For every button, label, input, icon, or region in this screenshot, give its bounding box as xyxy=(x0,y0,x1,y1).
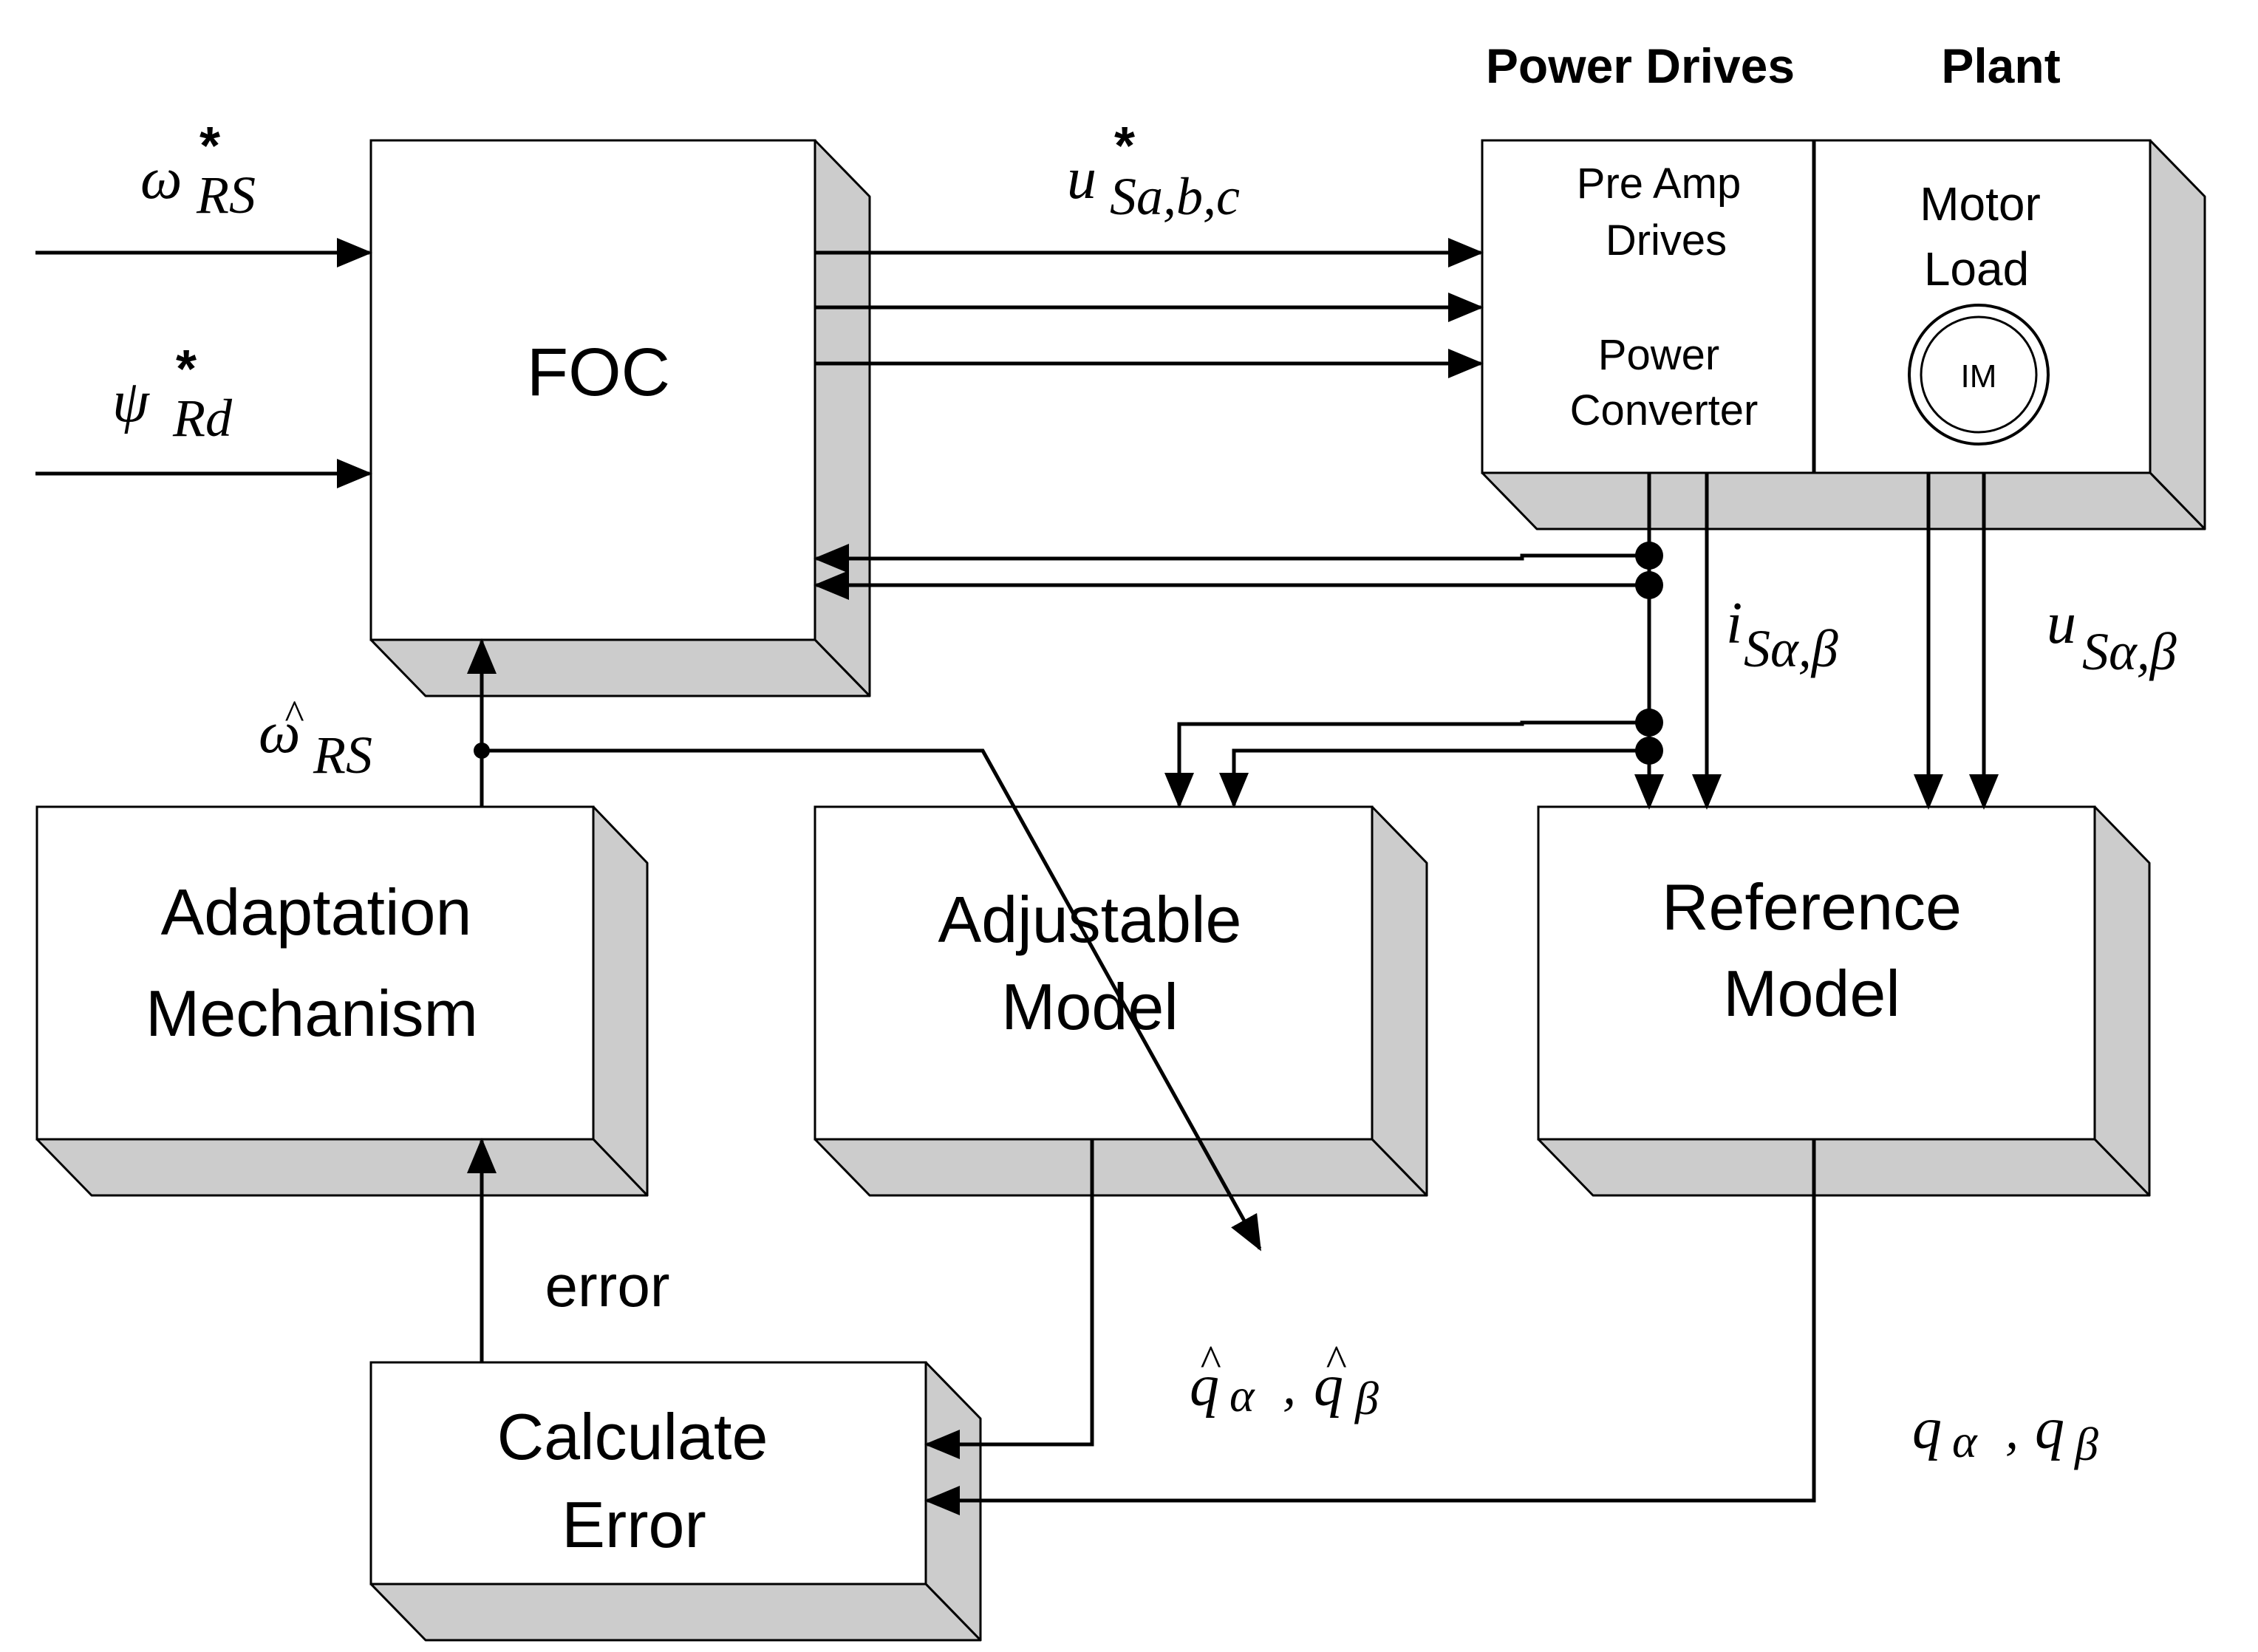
psi-ref-star: * xyxy=(176,340,197,399)
junction-dot xyxy=(1635,571,1663,599)
q-hat-b-sub: β xyxy=(1354,1372,1379,1424)
psi-ref-base: ψ xyxy=(112,369,150,434)
omega-ref-label: ω * RS xyxy=(140,117,256,225)
q-ref-b-base: q xyxy=(2035,1396,2064,1461)
u-s-sub: Sα,β xyxy=(2082,622,2177,681)
adaptation-label-1: Adaptation xyxy=(161,876,472,949)
q-hat-b-hat: ^ xyxy=(1325,1337,1346,1385)
speed-estimate-branch xyxy=(482,748,1262,1252)
converter-label-1: Power xyxy=(1598,331,1719,379)
omega-est-base: ω xyxy=(259,700,300,765)
omega-est-sub: RS xyxy=(313,726,372,785)
psi-ref-sub: Rd xyxy=(172,389,233,448)
reference-model-block: Reference Model xyxy=(1537,805,2151,1197)
junction-dot xyxy=(1635,709,1663,737)
q-hat-a-base: q xyxy=(1190,1354,1219,1419)
motor-label-1: Motor xyxy=(1920,177,2041,231)
reference-to-calculate xyxy=(924,1139,1816,1515)
adjustable-model-block: Adjustable Model xyxy=(814,805,1428,1197)
q-hat-sep: , xyxy=(1283,1356,1296,1416)
u-ref-star: * xyxy=(1114,117,1135,176)
q-ref-b-sub: β xyxy=(2073,1418,2098,1470)
reference-label-1: Reference xyxy=(1662,870,1962,943)
i-s-base: i xyxy=(1726,591,1742,656)
motor-label-2: Load xyxy=(1924,242,2029,296)
u-ref-base: u xyxy=(1067,146,1096,211)
plant-header: Plant xyxy=(1941,38,2060,93)
omega-ref-star: * xyxy=(199,117,220,176)
preamp-label-2: Drives xyxy=(1606,216,1727,264)
q-ref-a-sub: α xyxy=(1952,1415,1978,1467)
i-s-sub: Sα,β xyxy=(1744,619,1838,678)
q-ref-sep: , xyxy=(2005,1401,2019,1460)
q-hat-b-base: q xyxy=(1314,1354,1343,1419)
power-drives-header: Power Drives xyxy=(1486,38,1795,93)
omega-est-label: ω ^ RS xyxy=(259,692,372,785)
u-ref-label: u * Sa,b,c xyxy=(1067,117,1240,226)
foc-label: FOC xyxy=(527,335,670,410)
q-hat-a-hat: ^ xyxy=(1199,1337,1221,1385)
adjustable-to-calculate xyxy=(924,1139,1094,1459)
current-to-adjustable-2 xyxy=(1219,748,1649,808)
psi-ref-label: ψ * Rd xyxy=(112,340,233,448)
foc-block: FOC xyxy=(369,139,871,697)
adaptation-label-2: Mechanism xyxy=(146,977,478,1050)
current-to-adjustable-1 xyxy=(1164,720,1649,808)
adjustable-label-2: Model xyxy=(1001,970,1179,1043)
i-s-label: i Sα,β xyxy=(1726,591,1838,678)
power-drives-plant-block: Pre Amp Drives Power Converter Motor Loa… xyxy=(1481,139,2206,530)
induction-motor-icon: IM xyxy=(1908,304,2050,446)
q-hat-label: q ^ α , q ^ β xyxy=(1190,1337,1379,1424)
im-label: IM xyxy=(1961,358,1997,395)
calculate-label-2: Error xyxy=(562,1488,706,1561)
u-s-label: u Sα,β xyxy=(2047,591,2177,681)
q-ref-a-base: q xyxy=(1912,1396,1942,1461)
calculate-label-1: Calculate xyxy=(497,1400,768,1473)
reference-label-2: Model xyxy=(1723,957,1900,1030)
u-ref-sub: Sa,b,c xyxy=(1110,167,1240,226)
omega-est-hat: ^ xyxy=(284,692,304,738)
junction-dot xyxy=(1635,542,1663,570)
converter-label-2: Converter xyxy=(1570,386,1759,434)
preamp-label-1: Pre Amp xyxy=(1577,160,1741,208)
current-feedback-foc-1 xyxy=(814,544,1649,573)
omega-ref-base: ω xyxy=(140,146,182,211)
adaptation-mechanism-block: Adaptation Mechanism xyxy=(35,805,649,1197)
u-s-base: u xyxy=(2047,591,2076,656)
junction-dot xyxy=(474,743,490,759)
error-label: error xyxy=(545,1253,670,1319)
q-ref-label: q α , q β xyxy=(1912,1396,2098,1470)
calculate-error-block: Calculate Error xyxy=(369,1361,982,1642)
junction-dot xyxy=(1635,737,1663,765)
junction-dots xyxy=(474,542,1663,765)
signal-wires xyxy=(35,238,1999,1515)
q-hat-a-sub: α xyxy=(1229,1369,1255,1421)
omega-ref-sub: RS xyxy=(196,165,256,225)
